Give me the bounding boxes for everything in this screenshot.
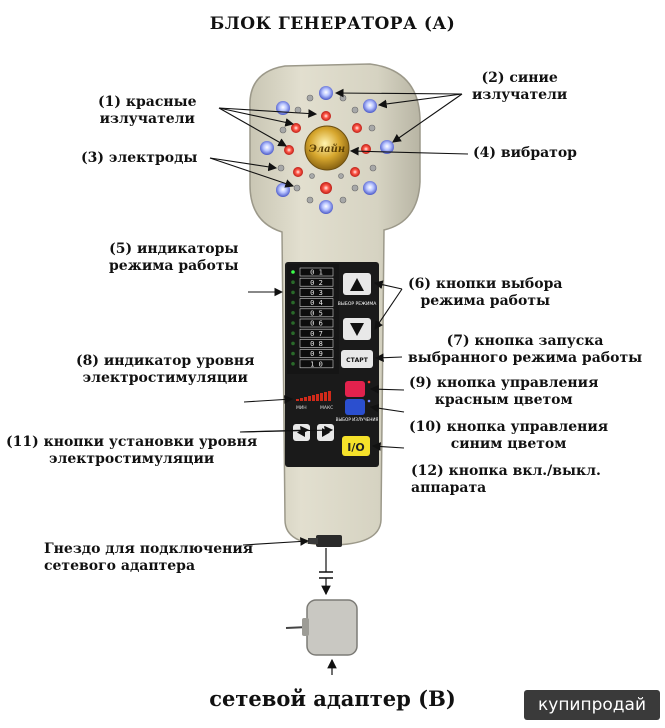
label-electrodes: (3) электроды bbox=[81, 150, 198, 166]
svg-text:МИН: МИН bbox=[296, 405, 307, 411]
label-red-control: (9) кнопка управления красным цветом bbox=[409, 375, 599, 408]
mode-led bbox=[291, 290, 295, 295]
mode-indicator-box bbox=[299, 308, 334, 318]
svg-text:I/O: I/O bbox=[347, 441, 364, 454]
mode-indicator-digits: 0 2 bbox=[310, 279, 323, 287]
blue-color-button bbox=[345, 399, 365, 415]
label-start-button: (7) кнопка запуска выбранного режима раб… bbox=[408, 333, 643, 366]
blue-emitter bbox=[363, 181, 377, 195]
blue-emitter bbox=[276, 183, 290, 197]
power-adapter bbox=[285, 599, 358, 675]
page-title: БЛОК ГЕНЕРАТОРА (А) bbox=[209, 14, 456, 34]
mode-indicator-digits: 0 9 bbox=[310, 350, 323, 358]
mode-led bbox=[291, 362, 295, 366]
svg-text:МАКС: МАКС bbox=[320, 405, 333, 411]
blue-emitter bbox=[363, 99, 377, 113]
red-emitter bbox=[284, 145, 294, 155]
mode-indicator-box bbox=[299, 267, 334, 277]
power-button bbox=[342, 436, 370, 456]
label-blue-control: (10) кнопка управления синим цветом bbox=[409, 419, 609, 452]
label-blue-emitters: (2) синие излучатели bbox=[472, 70, 568, 103]
arrow-up-icon bbox=[350, 278, 364, 291]
blue-emitter bbox=[319, 200, 333, 214]
arrow-down-icon bbox=[350, 323, 364, 336]
mode-indicator-box bbox=[299, 328, 334, 338]
mode-led bbox=[291, 300, 295, 305]
mode-indicator-box bbox=[299, 298, 334, 307]
start-button bbox=[341, 350, 373, 368]
label-red-emitters: (1) красные излучатели bbox=[98, 94, 197, 127]
mode-indicator-digits: 1 0 bbox=[310, 360, 323, 368]
blue-emitter bbox=[319, 86, 333, 100]
mode-led bbox=[291, 331, 295, 336]
stim-level-bar bbox=[296, 391, 331, 401]
mode-indicator-box bbox=[299, 359, 334, 369]
svg-text:СТАРТ: СТАРТ bbox=[346, 357, 369, 364]
label-stim-buttons: (11) кнопки установки уровня электростим… bbox=[6, 434, 258, 467]
svg-text:ВЫБОР РЕЖИМА: ВЫБОР РЕЖИМА bbox=[338, 301, 377, 307]
electrodes bbox=[277, 94, 377, 204]
mode-led bbox=[291, 341, 295, 346]
red-emitter bbox=[350, 167, 360, 177]
label-stim-indicator: (8) индикатор уровня электростимуляции bbox=[76, 353, 255, 386]
red-emitter bbox=[352, 123, 362, 133]
mode-indicator-box bbox=[299, 349, 334, 358]
mode-indicator-box bbox=[299, 288, 334, 297]
control-panel: 0 1 0 2 0 3 0 4 0 5 0 6 0 7 0 8 0 9 1 0 ВЫБОР РЕЖ… bbox=[285, 262, 379, 467]
blue-emitter bbox=[276, 101, 290, 115]
label-mode-buttons: (6) кнопки выбора режима работы bbox=[408, 276, 563, 309]
mode-indicator-digits: 0 4 bbox=[310, 299, 323, 307]
red-emitter bbox=[320, 182, 332, 194]
mode-led bbox=[291, 280, 295, 285]
label-socket: Гнездо для подключения сетевого адаптера bbox=[44, 541, 254, 574]
red-emitter bbox=[291, 123, 301, 133]
label-indicators: (5) индикаторы режима работы bbox=[109, 241, 239, 274]
mode-indicator-box bbox=[299, 339, 334, 348]
red-emitter bbox=[361, 144, 371, 154]
mode-led bbox=[291, 311, 295, 315]
red-emitter bbox=[321, 111, 331, 121]
mode-indicator-box bbox=[299, 318, 334, 328]
mode-indicator-digits: 0 6 bbox=[310, 320, 323, 328]
mode-indicator-digits: 0 5 bbox=[310, 309, 323, 317]
label-power-button: (12) кнопка вкл./выкл. аппарата bbox=[411, 463, 601, 496]
mode-indicator-digits: 0 1 bbox=[310, 269, 323, 277]
watermark: купипродай bbox=[524, 690, 660, 720]
adapter-title: сетевой адаптер (В) bbox=[209, 686, 456, 711]
red-color-button bbox=[345, 381, 365, 397]
vibrator-logo: Элайн bbox=[309, 144, 345, 155]
blue-emitter bbox=[380, 140, 394, 154]
mode-indicator-digits: 0 3 bbox=[310, 289, 323, 297]
svg-text:ВЫБОР ИЗЛУЧЕНИЯ: ВЫБОР ИЗЛУЧЕНИЯ bbox=[336, 417, 379, 422]
emitter-head: Элайн bbox=[260, 86, 394, 214]
mode-led bbox=[291, 351, 295, 356]
mode-indicator-digits: 0 8 bbox=[310, 340, 323, 348]
power-socket bbox=[308, 535, 342, 596]
mode-led bbox=[291, 270, 295, 274]
label-vibrator: (4) вибратор bbox=[473, 145, 577, 161]
red-emitter bbox=[293, 167, 303, 177]
blue-emitter bbox=[260, 141, 274, 155]
mode-indicator-box bbox=[299, 277, 334, 287]
vibrator bbox=[304, 125, 350, 171]
mode-indicator-digits: 0 7 bbox=[310, 330, 323, 338]
callout-lines bbox=[209, 88, 469, 546]
mode-led bbox=[291, 321, 295, 325]
